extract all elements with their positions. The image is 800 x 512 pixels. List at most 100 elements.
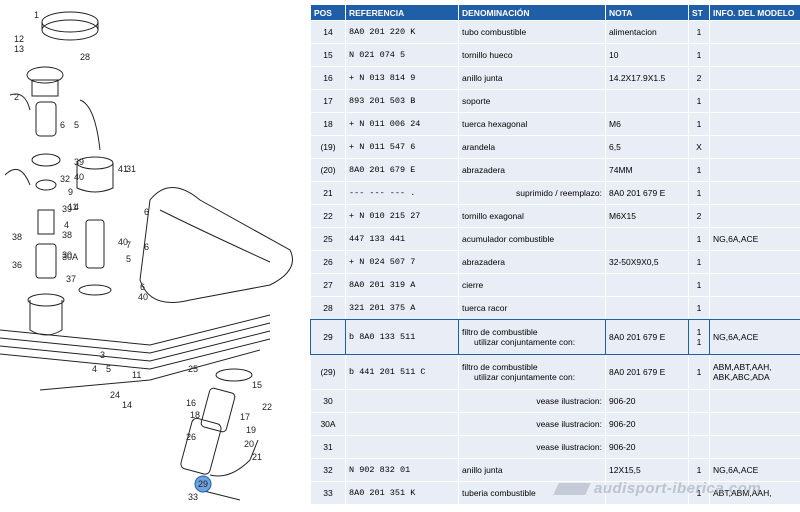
- cell-st-line2: 1: [696, 367, 702, 377]
- diagram-callout-label: 37: [66, 274, 76, 284]
- cell-denominacion: suprimido / reemplazo:: [459, 182, 605, 204]
- cell-nota: M6X15: [606, 205, 688, 227]
- diagram-callout-label: 13: [14, 44, 24, 54]
- cell-nota: 12X15,5: [606, 459, 688, 481]
- cell-info-modelo: NG,6A,ACE: [710, 228, 800, 250]
- cell-info-modelo: [710, 390, 800, 412]
- cell-nota-line2: 8A0 201 679 E: [609, 332, 666, 342]
- cell-pos: 33: [311, 482, 345, 504]
- diagram-callout-label: 5: [74, 120, 79, 130]
- header-denominacion: DENOMINACIÓN: [459, 5, 605, 20]
- diagram-callout-label: 30A: [62, 252, 78, 262]
- cell-st: 2: [689, 205, 709, 227]
- cell-denominacion: abrazadera: [459, 251, 605, 273]
- cell-nota: 14.2X17.9X1.5: [606, 67, 688, 89]
- cell-denominacion-line2: utilizar conjuntamente con:: [474, 337, 576, 347]
- cell-denominacion: anillo junta: [459, 459, 605, 481]
- cell-info-modelo: ABT,ABM,AAH,: [710, 482, 800, 504]
- cell-info-modelo: [710, 159, 800, 181]
- cell-pos: (20): [311, 159, 345, 181]
- header-st: ST: [689, 5, 709, 20]
- cell-denominacion: vease ilustracion:: [459, 390, 605, 412]
- table-header-row: POS REFERENCIA DENOMINACIÓN NOTA ST INFO…: [311, 5, 800, 20]
- cell-nota: M6: [606, 113, 688, 135]
- cell-info-modelo: [710, 21, 800, 43]
- diagram-callout-label: 38: [12, 232, 22, 242]
- watermark-text: audisport-iberica.com: [594, 480, 762, 497]
- diagram-callout-label: 15: [252, 380, 262, 390]
- diagram-callout-label: 4: [74, 202, 79, 212]
- cell-pos: 16: [311, 67, 345, 89]
- diagram-callout-label: 40: [74, 172, 84, 182]
- cell-st: [689, 436, 709, 458]
- cell-pos: 27: [311, 274, 345, 296]
- cell-referencia: + N 024 507 7: [346, 251, 458, 273]
- cell-pos: 25: [311, 228, 345, 250]
- cell-st: 1: [689, 297, 709, 319]
- cell-info-modelo: [710, 297, 800, 319]
- cell-denominacion: abrazadera: [459, 159, 605, 181]
- cell-info-modelo: [710, 182, 800, 204]
- diagram-callout-label: 6: [144, 242, 149, 252]
- cell-denominacion-line1: filtro de combustible: [462, 362, 538, 372]
- cell-st: 1: [689, 21, 709, 43]
- cell-denominacion: tornillo exagonal: [459, 205, 605, 227]
- cell-denominacion: tuerca racor: [459, 297, 605, 319]
- header-referencia: REFERENCIA: [346, 5, 458, 20]
- diagram-callout-label: 33: [188, 492, 198, 502]
- cell-pos: 30A: [311, 413, 345, 435]
- cell-nota: 906-20: [606, 436, 688, 458]
- cell-pos: 15: [311, 44, 345, 66]
- cell-st: 1: [689, 459, 709, 481]
- cell-info-modelo: ABM,ABT,AAH,ABK,ABC,ADA: [710, 355, 800, 389]
- diagram-callout-label: 32: [60, 174, 70, 184]
- header-nota: NOTA: [606, 5, 688, 20]
- cell-st: 1: [689, 182, 709, 204]
- diagram-callout-label: 5: [106, 364, 111, 374]
- cell-st: 1: [689, 251, 709, 273]
- cell-denominacion: tornillo hueco: [459, 44, 605, 66]
- cell-pos: (29): [311, 355, 345, 389]
- cell-info-modelo: [710, 113, 800, 135]
- cell-pos: 18: [311, 113, 345, 135]
- diagram-callout-label: 16: [186, 398, 196, 408]
- cell-info-modelo: NG,6A,ACE: [710, 459, 800, 481]
- diagram-callout-label: 4: [92, 364, 97, 374]
- cell-denominacion: tuerca hexagonal: [459, 113, 605, 135]
- cell-pos: 17: [311, 90, 345, 112]
- cell-pos: 21: [311, 182, 345, 204]
- diagram-callout-label: 11: [132, 370, 141, 380]
- diagram-callout-label: 20: [244, 439, 254, 449]
- cell-info-modelo-line1: NG,6A,ACE: [713, 332, 759, 342]
- cell-st: [689, 413, 709, 435]
- table-row[interactable]: 21 --- --- --- .suprimido / reemplazo:8A…: [311, 182, 800, 204]
- header-pos: POS: [311, 5, 345, 20]
- cell-pos: (19): [311, 136, 345, 158]
- cell-st: 1: [689, 274, 709, 296]
- diagram-callout-label: 36: [12, 260, 22, 270]
- cell-st: 2: [689, 67, 709, 89]
- cell-info-modelo: [710, 274, 800, 296]
- cell-st: X: [689, 136, 709, 158]
- diagram-callout-label: 39: [62, 204, 72, 214]
